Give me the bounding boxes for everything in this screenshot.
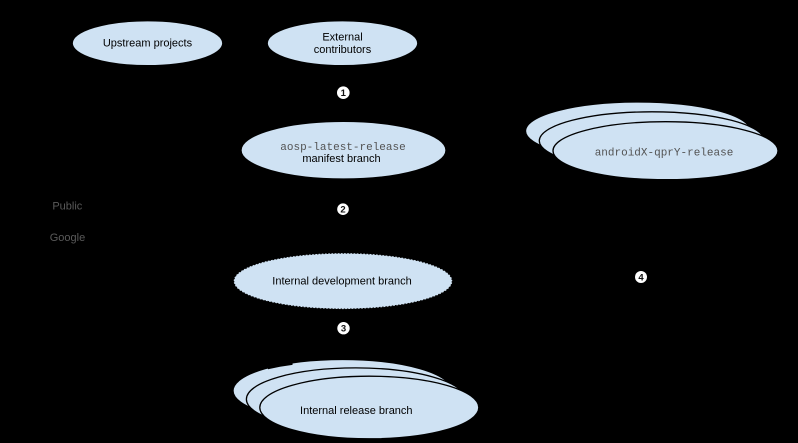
svg-text:manifest branch: manifest branch bbox=[302, 153, 380, 165]
svg-text:Google: Google bbox=[50, 232, 85, 244]
svg-text:4: 4 bbox=[638, 272, 644, 283]
svg-text:2: 2 bbox=[340, 205, 345, 216]
svg-text:Internal release branch: Internal release branch bbox=[300, 405, 413, 417]
svg-text:Upstream projects: Upstream projects bbox=[103, 37, 193, 49]
svg-text:androidX-qprY-release: androidX-qprY-release bbox=[595, 148, 734, 160]
svg-text:3: 3 bbox=[341, 324, 346, 335]
svg-text:aosp-latest-release: aosp-latest-release bbox=[280, 142, 405, 154]
svg-text:Internal development branch: Internal development branch bbox=[272, 276, 411, 288]
svg-text:External: External bbox=[322, 31, 362, 43]
svg-text:contributors: contributors bbox=[314, 44, 372, 56]
svg-text:Public: Public bbox=[52, 201, 82, 213]
svg-text:1: 1 bbox=[341, 88, 347, 99]
